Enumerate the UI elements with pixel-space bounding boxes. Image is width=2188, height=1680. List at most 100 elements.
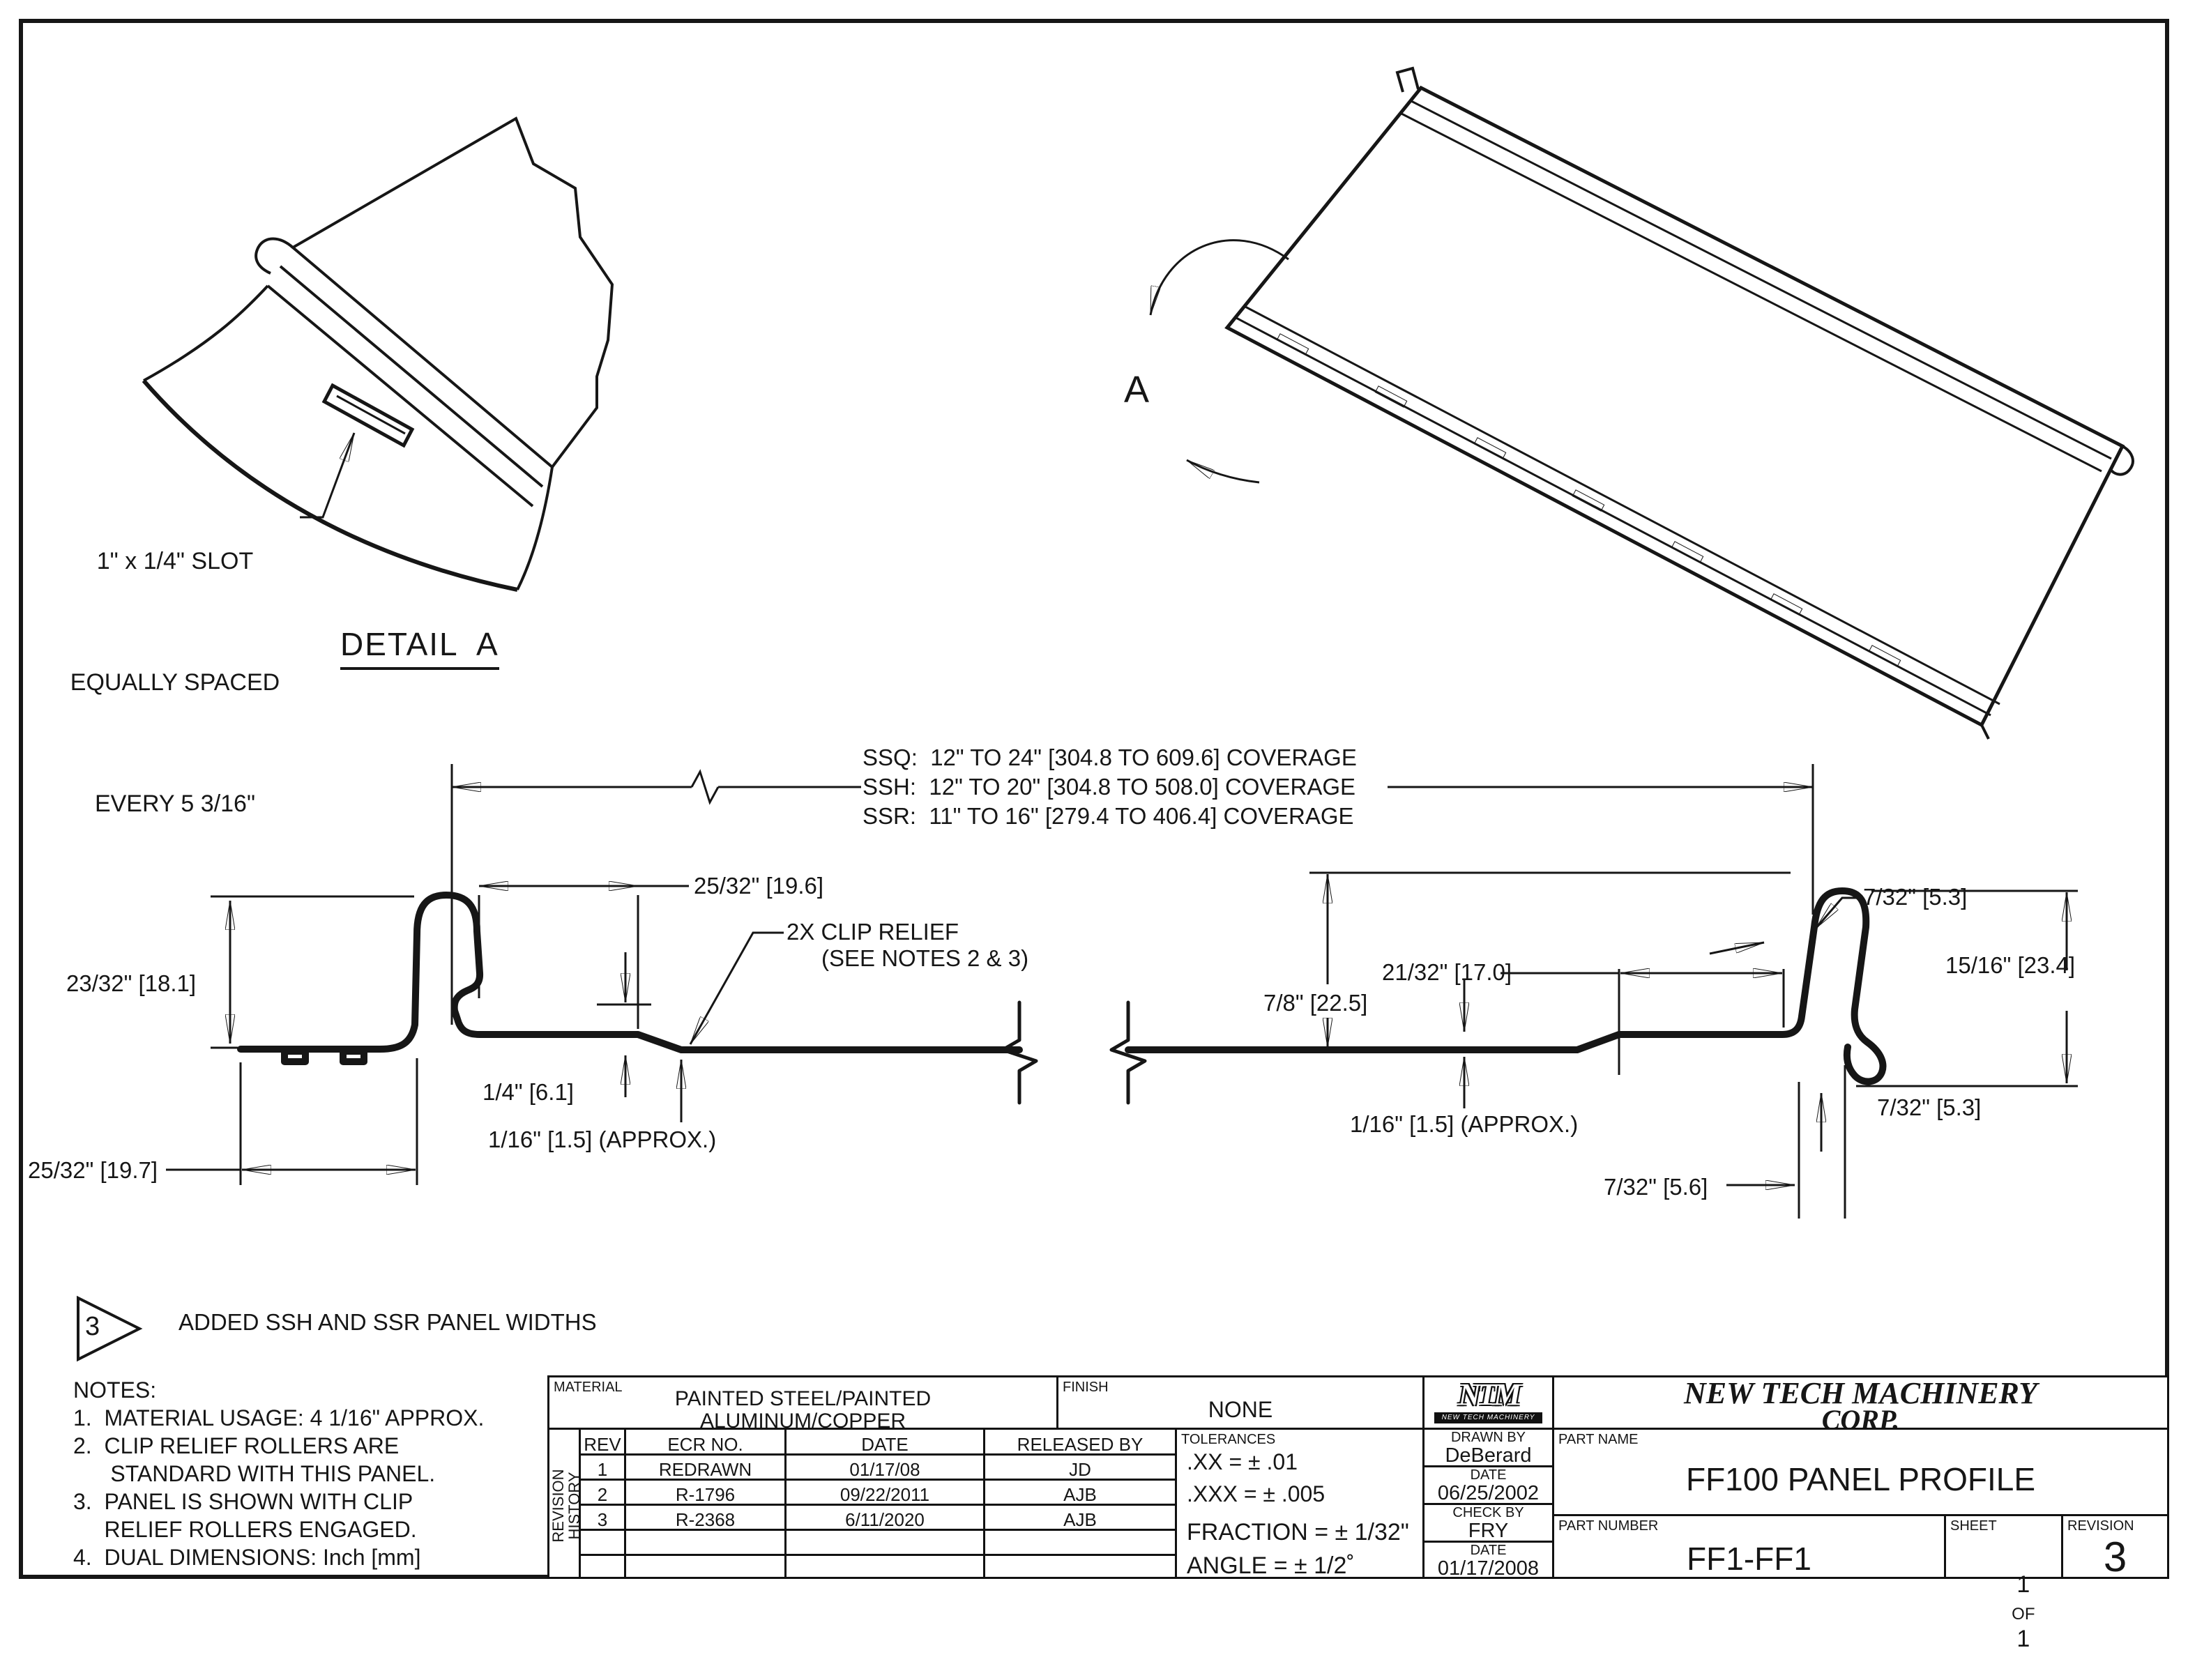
ecr-cell: REDRAWN xyxy=(658,1459,752,1480)
notes-item-2b: STANDARD WITH THIS PANEL. xyxy=(73,1461,436,1486)
rev-header-released: RELEASED BY xyxy=(983,1428,1177,1456)
tolerances-label: TOLERANCES xyxy=(1181,1432,1276,1447)
company-name-1: NEW TECH MACHINERY xyxy=(1684,1376,2037,1410)
rev-r5-c0 xyxy=(579,1554,626,1579)
drawn-by-value: DeBerard xyxy=(1445,1444,1532,1467)
rev-r2-c1: R-1796 xyxy=(624,1479,787,1506)
sheet-total: 1 xyxy=(2016,1626,2030,1652)
check-by-label: CHECK BY xyxy=(1452,1505,1524,1520)
profile-section xyxy=(237,887,1887,1105)
rev-r1-c2: 01/17/08 xyxy=(784,1453,985,1481)
isometric-panel xyxy=(1149,66,2134,740)
dim-right-top-width: 21/32" [17.0] xyxy=(1382,959,1512,985)
revision-flag-text: ADDED SSH AND SSR PANEL WIDTHS xyxy=(178,1309,597,1335)
ntm-logo-icon: NTM xyxy=(1458,1377,1521,1412)
dimension-lines xyxy=(166,764,2078,1219)
finish-value: NONE xyxy=(1208,1397,1273,1422)
notes-item-4: 4. DUAL DIMENSIONS: Inch [mm] xyxy=(73,1545,421,1570)
drawn-by-cell: DRAWN BY DeBerard xyxy=(1422,1428,1554,1467)
tolerances-cell: TOLERANCES .XX = ± .01 .XXX = ± .005 FRA… xyxy=(1175,1428,1425,1579)
part-number-value: FF1-FF1 xyxy=(1687,1541,1811,1577)
check-date-cell: DATE 01/17/2008 xyxy=(1422,1541,1554,1579)
rev-r4-c0 xyxy=(579,1529,626,1556)
rev-r2-c0: 2 xyxy=(579,1479,626,1506)
rev-cell: 1 xyxy=(597,1459,608,1480)
part-name-cell: PART NAME FF100 PANEL PROFILE xyxy=(1552,1428,2169,1516)
title-block: MATERIAL PAINTED STEEL/PAINTED ALUMINUM/… xyxy=(547,1375,2169,1652)
rev-cell: 2 xyxy=(597,1484,608,1505)
dim-right-offset: 1/16" [1.5] (APPROX.) xyxy=(1350,1111,1579,1137)
check-date-value: 01/17/2008 xyxy=(1437,1557,1540,1580)
part-number-label: PART NUMBER xyxy=(1558,1518,1659,1534)
detail-a-title: DETAIL A xyxy=(340,626,499,670)
revision-label: REVISION xyxy=(2067,1518,2134,1534)
view-arc-arrow-top xyxy=(1149,239,1289,316)
revision-flag-triangle xyxy=(77,1295,143,1362)
dim-left-bottom-width: 25/32" [19.7] xyxy=(28,1157,158,1183)
material-label: MATERIAL xyxy=(554,1380,623,1395)
notes-item-1: 1. MATERIAL USAGE: 4 1/16" APPROX. xyxy=(73,1405,485,1430)
dim-right-leg-height: 15/16" [23.4] xyxy=(1945,952,2076,978)
tolerance-xx: .XX = ± .01 xyxy=(1187,1449,1298,1474)
dim-clip-relief-1: 2X CLIP RELIEF xyxy=(787,919,959,945)
rev-r2-c2: 09/22/2011 xyxy=(784,1479,985,1506)
rev-r3-c1: R-2368 xyxy=(624,1504,787,1531)
slot-note-line1: 1" x 1/4" SLOT xyxy=(96,548,254,574)
rev-r5-c3 xyxy=(983,1554,1177,1579)
tolerance-angle: ANGLE = ± 1/2˚ xyxy=(1187,1552,1355,1579)
sheet-label: SHEET xyxy=(1950,1518,1997,1534)
dim-right-hook-bottom: 7/32" [5.3] xyxy=(1877,1094,1982,1120)
released-cell: AJB xyxy=(1063,1509,1097,1530)
check-date-label: DATE xyxy=(1470,1543,1507,1558)
dim-right-hook-top: 7/32" [5.3] xyxy=(1863,884,1968,910)
released-cell: AJB xyxy=(1063,1484,1097,1505)
ecr-cell: R-1796 xyxy=(675,1484,736,1505)
coverage-ssr: SSR: 11" TO 16" [279.4 TO 406.4] COVERAG… xyxy=(863,803,1354,829)
finish-cell: FINISH NONE xyxy=(1056,1375,1425,1430)
check-by-value: FRY xyxy=(1468,1520,1509,1542)
dim-left-height: 23/32" [18.1] xyxy=(66,970,197,996)
dim-right-height: 7/8" [22.5] xyxy=(1261,990,1371,1016)
rev-r2-c3: AJB xyxy=(983,1479,1177,1506)
coverage-ssh: SSH: 12" TO 20" [304.8 TO 508.0] COVERAG… xyxy=(863,774,1356,800)
dim-clip-relief-2: (SEE NOTES 2 & 3) xyxy=(821,945,1029,971)
finish-label: FINISH xyxy=(1063,1380,1109,1395)
ecr-col-header: ECR NO. xyxy=(667,1434,743,1455)
drawn-date-value: 06/25/2002 xyxy=(1437,1482,1540,1504)
view-arc-arrow-bottom xyxy=(1186,459,1260,484)
revision-cell: REVISION 3 xyxy=(2061,1514,2169,1580)
rev-r5-c2 xyxy=(784,1554,985,1579)
rev-r4-c2 xyxy=(784,1529,985,1556)
rev-cell: 3 xyxy=(597,1509,608,1530)
company-cell: NEW TECH MACHINERY CORP. xyxy=(1552,1375,2169,1434)
view-arrow-label: A xyxy=(1124,369,1150,411)
slot-leader-arrow xyxy=(300,432,356,519)
released-cell: JD xyxy=(1069,1459,1091,1480)
notes-item-3: 3. PANEL IS SHOWN WITH CLIP xyxy=(73,1489,413,1514)
sheet-value: 1 OF 1 xyxy=(1946,1544,2061,1680)
notes-item-3b: RELIEF ROLLERS ENGAGED. xyxy=(73,1517,417,1542)
drawn-date-label: DATE xyxy=(1470,1467,1507,1483)
ntm-logo-banner: NEW TECH MACHINERY xyxy=(1434,1412,1542,1423)
material-value-1: PAINTED STEEL/PAINTED xyxy=(674,1387,932,1410)
rev-r1-c0: 1 xyxy=(579,1453,626,1481)
notes-item-2: 2. CLIP RELIEF ROLLERS ARE xyxy=(73,1433,400,1458)
date-cell: 6/11/2020 xyxy=(845,1509,925,1530)
ecr-cell: R-2368 xyxy=(675,1509,736,1530)
part-number-cell: PART NUMBER FF1-FF1 xyxy=(1552,1514,1946,1579)
part-name-label: PART NAME xyxy=(1558,1432,1639,1447)
logo-cell: NTM NEW TECH MACHINERY xyxy=(1422,1375,1554,1430)
rev-header-ecr: ECR NO. xyxy=(624,1428,787,1456)
drawn-by-label: DRAWN BY xyxy=(1450,1430,1526,1445)
rev-r4-c3 xyxy=(983,1529,1177,1556)
rev-col-header: REV xyxy=(584,1434,621,1455)
tolerance-xxx: .XXX = ± .005 xyxy=(1187,1481,1325,1506)
slot-note-line3: EVERY 5 3/16" xyxy=(94,791,256,817)
dim-right-step-width: 7/32" [5.6] xyxy=(1604,1174,1708,1200)
rev-r1-c1: REDRAWN xyxy=(624,1453,787,1481)
rev-header-date: DATE xyxy=(784,1428,985,1456)
panel-slots xyxy=(1276,333,1901,667)
dim-left-top-width: 25/32" [19.6] xyxy=(694,873,824,899)
rev-r5-c1 xyxy=(624,1554,787,1579)
dim-left-offset: 1/16" [1.5] (APPROX.) xyxy=(488,1127,717,1152)
